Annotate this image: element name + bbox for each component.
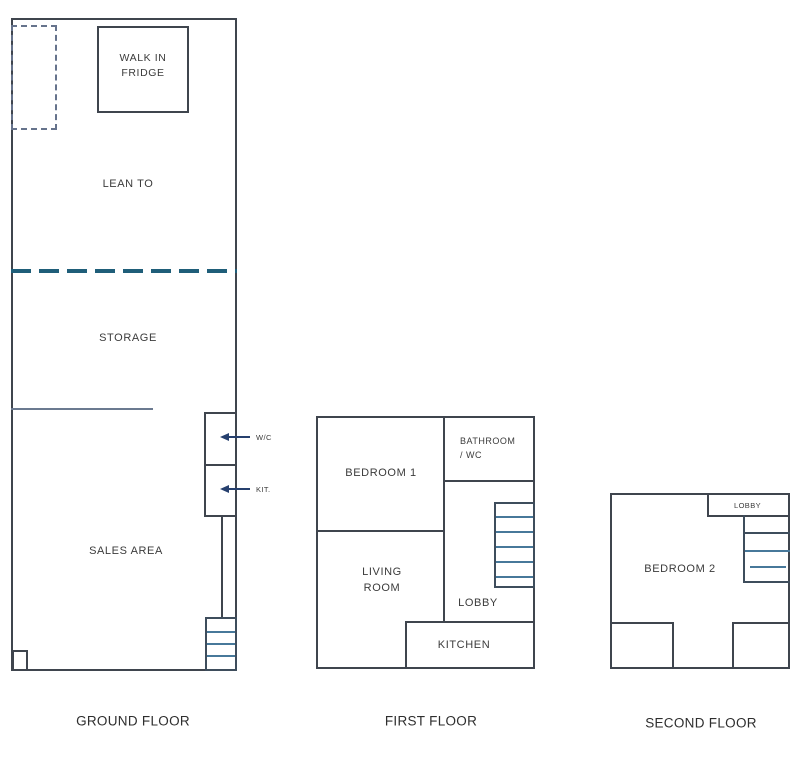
stair-tread: [745, 550, 790, 552]
kitchen-room: [405, 621, 535, 669]
ground-floor-outline: [11, 18, 237, 671]
wc-arrow-icon: [220, 433, 229, 441]
room-label-lobby-first: LOBBY: [458, 597, 498, 609]
kit-room: [204, 464, 237, 517]
walk-in-fridge-room: [97, 26, 189, 113]
first-floor-title: FIRST FLOOR: [384, 713, 478, 729]
stair-tread: [496, 561, 533, 563]
annotation-label-kit: KIT.: [256, 485, 271, 494]
lobby-room-second: [707, 493, 790, 517]
stair-tread: [496, 546, 533, 548]
stair-tread: [496, 516, 533, 518]
dashed-structure-outline: [11, 25, 57, 130]
staircase-ground: [205, 617, 237, 671]
room-label-bedroom1: BEDROOM 1: [345, 467, 417, 479]
room-label-lean-to: LEAN TO: [102, 178, 154, 190]
room-label-kitchen: KITCHEN: [437, 639, 491, 651]
room-label-bathroom-wc: BATHROOM / WC: [460, 436, 516, 460]
stair-tread: [745, 532, 790, 534]
corner-box: [12, 650, 28, 671]
bathroom-wall: [443, 480, 535, 482]
central-wall: [443, 416, 445, 623]
stair-wall-second: [743, 515, 745, 583]
room-label-walk-in-fridge: WALK IN FRIDGE: [119, 52, 167, 79]
eaves-box-right: [732, 622, 790, 669]
eaves-box-left: [610, 622, 674, 669]
wc-arrow-line: [228, 436, 250, 438]
second-floor-title: SECOND FLOOR: [645, 715, 757, 731]
stair-shaft-wall: [221, 515, 223, 619]
stair-tread: [207, 655, 235, 657]
stair-tread: [496, 531, 533, 533]
room-label-sales-area: SALES AREA: [89, 545, 163, 557]
room-label-storage: STORAGE: [99, 332, 157, 344]
partition-wall: [11, 408, 153, 410]
annotation-label-wc: W/C: [256, 433, 272, 442]
kit-arrow-line: [228, 488, 250, 490]
bedroom1-wall: [316, 530, 445, 532]
stair-tread: [207, 643, 235, 645]
stair-bottom: [743, 581, 790, 583]
room-label-bedroom2: BEDROOM 2: [644, 563, 716, 575]
stair-tread: [207, 631, 235, 633]
ground-floor-title: GROUND FLOOR: [76, 713, 190, 729]
staircase-first: [494, 502, 535, 588]
kit-arrow-icon: [220, 485, 229, 493]
room-label-living-room: LIVING ROOM: [362, 566, 402, 594]
room-label-lobby-second: LOBBY: [734, 501, 762, 510]
dashed-divider-line: [11, 269, 237, 273]
stair-tread: [496, 576, 533, 578]
stair-tread: [750, 566, 786, 568]
